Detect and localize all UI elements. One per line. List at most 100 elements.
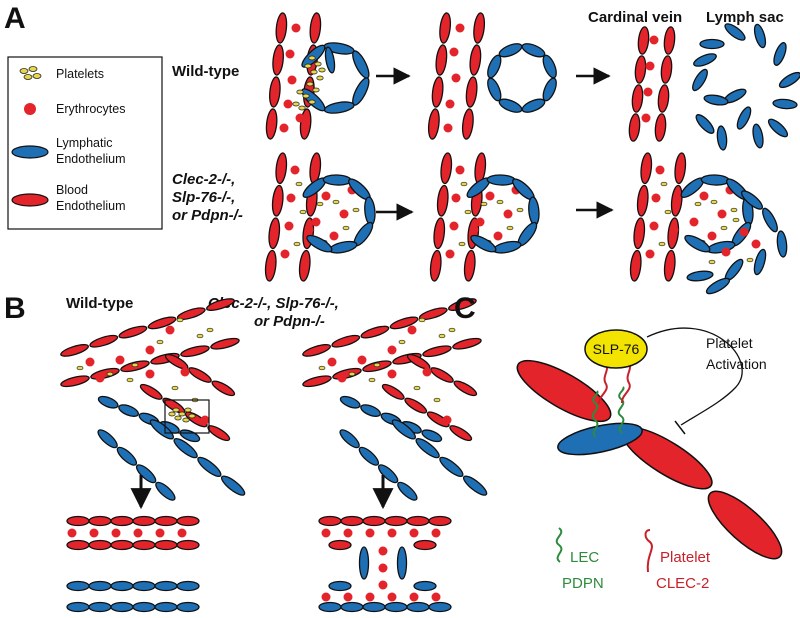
erythrocyte	[145, 345, 155, 355]
erythrocyte	[649, 35, 659, 45]
platelet	[314, 61, 322, 67]
lymphatic-endothelial-cell	[197, 456, 222, 478]
lymphatic-endothelial-cell	[322, 174, 352, 186]
erythrocyte	[365, 592, 375, 602]
panel-b-letter: B	[4, 292, 26, 325]
platelet	[106, 371, 114, 377]
lymphatic-endothelial-cell	[684, 234, 711, 253]
blood-endothelial-cell	[275, 152, 288, 185]
lymphatic-endothelial-cell	[753, 248, 767, 276]
lymphatic-endothelial-cell	[521, 98, 546, 113]
erythrocyte	[739, 227, 749, 237]
erythrocyte	[387, 369, 397, 379]
platelet	[398, 339, 406, 345]
panel-b-wild-type-label: Wild-type	[66, 295, 133, 312]
lymphatic-endothelial-cell	[470, 234, 497, 253]
blood-endothelial-cell	[628, 113, 641, 142]
erythrocyte	[451, 193, 461, 203]
blood-endothelial-cell	[657, 84, 670, 113]
erythrocyte	[327, 357, 337, 367]
lymphatic-endothelial-cell	[352, 50, 370, 79]
lymphatic-endothelial-cell	[415, 437, 440, 459]
platelet	[172, 407, 180, 413]
platelet	[496, 199, 504, 205]
blood-endothelial-cell	[430, 367, 454, 383]
blood-endothelial-cell	[440, 152, 453, 185]
blood-endothelial-cell	[298, 249, 311, 282]
erythrocyte	[165, 325, 175, 335]
lymphatic-endothelial-cell	[753, 23, 767, 49]
blood-endothelial-cell	[449, 425, 473, 442]
platelet	[418, 317, 426, 323]
blood-endothelial-cell	[211, 380, 236, 397]
legend-lymphatic-1: Lymphatic	[56, 136, 113, 150]
erythrocyte	[641, 113, 651, 123]
erythrocyte	[409, 528, 419, 538]
legend-blood-2: Endothelium	[56, 199, 126, 213]
blood-endothelial-cell	[640, 152, 653, 185]
clec2-2	[620, 361, 631, 404]
clec2-1	[597, 362, 608, 405]
lymphatic-endothelial-cell	[339, 429, 360, 449]
blood-endothelial-cell	[188, 367, 212, 383]
blood-endothelial-cell	[309, 12, 322, 44]
platelet	[448, 327, 456, 333]
erythrocyte	[343, 528, 353, 538]
blood-endothelial-cell	[89, 334, 119, 348]
lymphatic-endothelial-cell	[462, 475, 488, 496]
erythrocyte	[422, 367, 432, 377]
lymphatic-endothelial-cell	[487, 77, 502, 102]
erythrocyte	[409, 592, 419, 602]
blood-endothelial-cell	[302, 375, 332, 388]
lymphatic-endothelial-cell	[391, 419, 417, 440]
activation-inhibition-arc	[646, 327, 743, 426]
erythrocyte	[339, 209, 349, 219]
blood-endothelial-cell	[629, 249, 642, 282]
erythrocyte-legend-icon	[24, 103, 36, 115]
blood-endothelial-cell	[436, 184, 449, 217]
blood-endothelial-cell-1	[516, 359, 612, 423]
lymphatic-endothelial-cell	[377, 464, 399, 484]
erythrocyte	[493, 231, 503, 241]
erythrocyte	[655, 165, 665, 175]
blood-endothelial-cell	[264, 249, 277, 282]
erythrocyte	[387, 345, 397, 355]
lymphatic-endothelial-cell	[132, 601, 156, 613]
platelet-label: Platelet	[660, 549, 711, 566]
erythrocyte	[431, 528, 441, 538]
lymphatic-endothelial-cell	[154, 601, 178, 613]
erythrocyte	[707, 231, 717, 241]
platelet	[184, 407, 192, 413]
blood-endothelial-cell	[463, 249, 476, 282]
platelet	[316, 201, 324, 207]
lymphatic-endothelial-cell	[328, 580, 352, 592]
blood-endothelial-cell	[469, 44, 482, 76]
blood-endothelial-cell	[88, 539, 112, 551]
blood-endothelial-cell	[139, 383, 163, 400]
blood-endothelial-cell	[110, 539, 134, 551]
lymphatic-endothelial-cell	[340, 601, 364, 613]
lymphatic-endothelial-cell	[703, 94, 729, 106]
blood-endothelial-cell	[331, 334, 361, 348]
pdpn-legend-icon	[555, 527, 563, 563]
erythrocyte	[115, 355, 125, 365]
platelet	[506, 225, 514, 231]
lymphatic-endothelial-cell	[542, 77, 557, 102]
blood-endothelial-cell	[452, 337, 482, 350]
erythrocyte	[387, 528, 397, 538]
legend-lymphatic-2: Endothelium	[56, 152, 126, 166]
platelet	[131, 362, 139, 368]
blood-endothelial-cell	[654, 113, 667, 142]
lymphatic-endothelial-cell	[439, 456, 464, 478]
blood-endothelial-cell	[428, 515, 452, 527]
erythrocyte	[321, 191, 331, 201]
platelet	[730, 207, 738, 213]
blood-endothelial-cell	[406, 353, 431, 370]
panel-a-mutant-label-2: Slp-76-/-,	[172, 189, 235, 206]
blood-endothelial-cell	[636, 184, 649, 217]
lymphatic-endothelial-cell	[487, 54, 502, 79]
platelet	[438, 333, 446, 339]
lymphatic-endothelial-cell	[706, 240, 736, 254]
platelet	[308, 55, 316, 61]
